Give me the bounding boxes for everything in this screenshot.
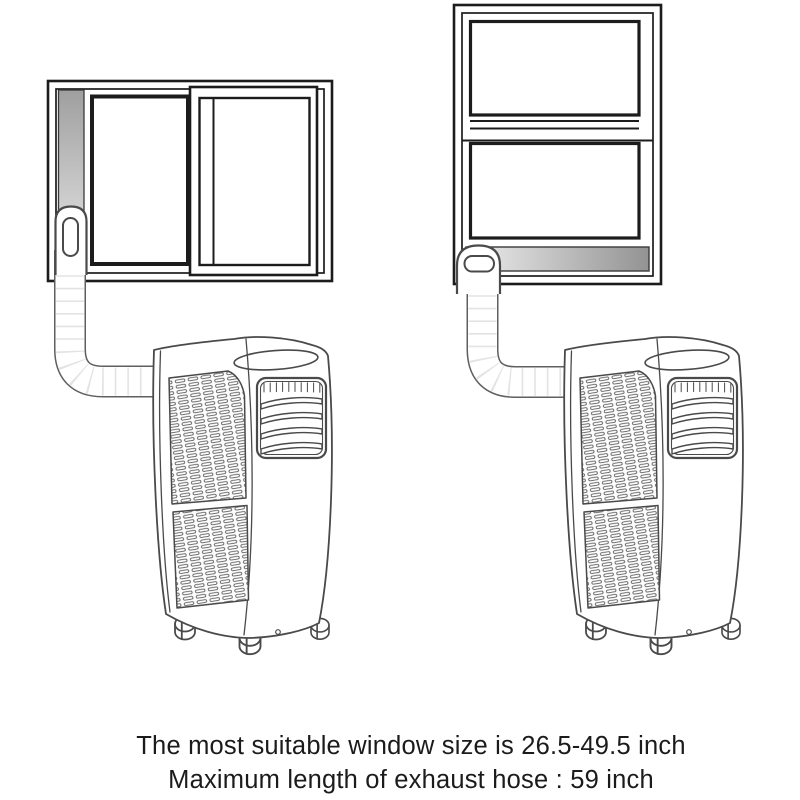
exhaust-hose-right: [466, 270, 583, 398]
double-hung-window-figure: [452, 3, 744, 656]
window-sash-bottom: [468, 141, 641, 240]
window-inner-frame: [461, 12, 654, 277]
hose-window-connector-left: [54, 205, 88, 275]
connector-slot: [463, 255, 495, 273]
portable-ac-unit-left: [152, 335, 333, 656]
portable-ac-unit-right: [563, 335, 744, 656]
connector-slot: [62, 217, 79, 257]
sliding-window-figure: [46, 79, 334, 656]
exhaust-hose-left: [54, 250, 172, 398]
window-sash-left: [90, 94, 190, 266]
caption-hose-length: Maximum length of exhaust hose : 59 inch: [168, 766, 654, 794]
caption: The most suitable window size is 26.5-49…: [0, 729, 800, 797]
window-sash-right-pane: [198, 96, 311, 267]
sliding-window: [46, 79, 334, 283]
hose-window-connector-right: [455, 244, 502, 294]
window-sash-right-frame: [188, 85, 319, 277]
caption-window-size: The most suitable window size is 26.5-49…: [136, 732, 686, 760]
double-hung-window: [452, 3, 663, 286]
window-sash-top: [468, 19, 641, 117]
